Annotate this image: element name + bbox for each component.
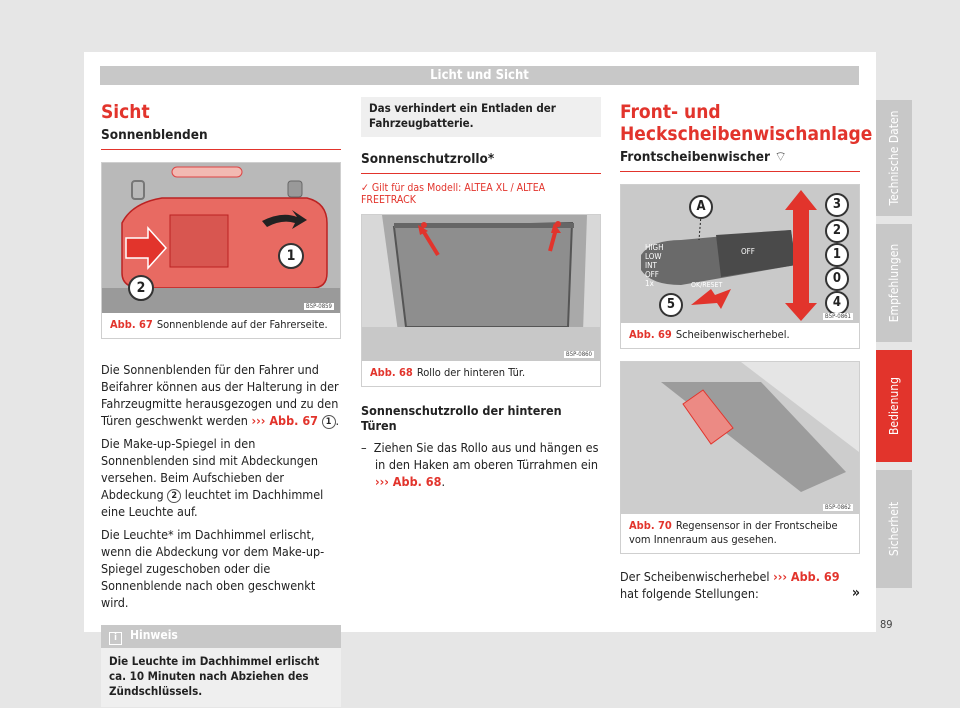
figure-caption-text: Sonnenblende auf der Fahrerseite. [156,318,328,331]
rain-sensor-drawing [621,362,859,514]
callout-3: 3 [825,193,849,217]
figure-label: Abb. 68 [370,366,413,379]
instruction-item: – Ziehen Sie das Rollo aus und hängen es… [361,440,599,489]
figure-label: Abb. 69 [629,328,672,341]
label-high: HIGH [645,243,664,252]
figure-callout-1: 1 [278,243,304,269]
column-3: Front- und Heckscheibenwischanlage Front… [620,95,873,608]
hinweis-title: Hinweis [130,628,178,642]
paragraph-3: Die Leuchte* im Dachhimmel erlischt, wen… [101,527,325,610]
paragraph-2-text: Die Make-up-Spiegel in den Sonnenblenden… [101,436,318,502]
rollo-illustration: B5P-0860 [362,215,600,361]
label-off: OFF [645,270,659,279]
section-title-sicht: Sicht [101,101,150,123]
wiper-lever-illustration: HIGH LOW INT OFF 1x OFF OK/RESET A 3 2 1… [621,185,859,323]
tab-label: Technische Daten [887,110,901,206]
figure-link-67[interactable]: ››› Abb. 67 [251,413,318,428]
subsection-sonnenschutzrollo: Sonnenschutzrollo* [361,151,601,174]
callout-ref-1: 1 [321,415,336,429]
callout-ref-2: 2 [167,489,182,503]
label-low: LOW [645,252,662,261]
paragraph-wiper-positions: Der Scheibenwischerhebel ››› Abb. 69 hat… [620,568,860,602]
instruction-text: Ziehen Sie das Rollo aus und hängen es i… [373,440,599,472]
hinweis-box: i Hinweis Die Leuchte im Dachhimmel erlis… [101,625,341,707]
figure-code: B5P-0860 [564,351,594,358]
tab-label: Bedienung [887,377,901,435]
tab-label: Empfehlungen [887,243,901,323]
header-bar: Licht und Sicht [100,66,859,85]
paragraph-2-text-end: leuchtet im Dachhimmel eine Leuchte auf. [101,487,324,519]
paragraph-1-text: Die Sonnenblenden für den Fahrer und Bei… [101,362,339,428]
callout-5: 5 [659,293,683,317]
wiper-icon: ⌔ [774,149,787,165]
callout-1: 1 [825,243,849,267]
figure-69: HIGH LOW INT OFF 1x OFF OK/RESET A 3 2 1… [620,184,860,349]
callout-2: 2 [825,219,849,243]
figure-callout-2: 2 [128,275,154,301]
tab-label: Sicherheit [887,501,901,557]
callout-a: A [689,195,713,219]
hinweis-header: i Hinweis [101,625,341,648]
wiper-lever-drawing [641,190,817,321]
figure-link-68[interactable]: ››› Abb. 68 [375,474,442,489]
continue-marker: » [851,585,860,601]
label-off-right: OFF [741,247,755,256]
figure-code: B5P-0861 [823,313,853,320]
tab-sicherheit[interactable]: Sicherheit [876,470,912,588]
paragraph-text: Der Scheibenwischerhebel [620,569,774,584]
rollo-subheading: Sonnenschutzrollo der hinteren Türen [361,403,562,433]
section-title-wischanlage: Front- und Heckscheibenwischanlage [620,101,873,145]
tab-bedienung[interactable]: Bedienung [876,350,912,462]
info-icon: i [109,632,122,645]
figure-caption-text: Rollo der hinteren Tür. [416,366,526,379]
lever-labels: HIGH LOW INT OFF 1x [645,243,664,288]
paragraph-text-end: hat fol­gende Stellungen: [620,586,759,601]
subsection-sonnenblenden: Sonnenblenden [101,127,341,150]
sun-visor-illustration: 1 2 B5P-0859 [102,163,340,313]
model-applicability: ✓ Gilt für das Modell: ALTEA XL / ALTEA … [361,182,601,206]
figure-label: Abb. 70 [629,519,672,532]
tab-technische-daten[interactable]: Technische Daten [876,100,912,216]
paragraph-1: Die Sonnenblenden für den Fahrer und Bei… [101,362,340,429]
callout-0: 0 [825,267,849,291]
figure-caption-text: Regensensor in der Frontscheibe vom Inne… [629,519,838,546]
figure-link-69[interactable]: ››› Abb. 69 [773,569,840,584]
hinweis-text: Die Leuchte im Dachhimmel erlischt ca. 1… [109,654,320,698]
column-1: Sicht Sonnenblenden 1 2 B5P-0859 Abb. 67… [101,95,341,707]
subsection-text: Frontscheibenwischer [620,149,770,165]
column-2: Das verhindert ein Entladen der Fahrzeug… [361,95,601,490]
model-text: Gilt für das Modell: ALTEA XL / ALTEA FR… [361,182,546,206]
tab-empfehlungen[interactable]: Empfehlungen [876,224,912,342]
label-1x: 1x [645,279,654,288]
battery-note: Das verhindert ein Entladen der Fahrzeug… [361,97,601,137]
rollo-drawing [362,215,600,361]
subsection-frontscheibenwischer: Frontscheibenwischer ⌔ [620,149,860,172]
rain-sensor-illustration: B5P-0862 [621,362,859,514]
paragraph-2: Die Make-up-Spiegel in den Sonnenblenden… [101,435,341,520]
page-number: 89 [880,618,893,631]
list-dash: – [361,440,367,455]
check-icon: ✓ [361,182,369,194]
figure-code: B5P-0859 [304,303,334,310]
callout-4: 4 [825,291,849,315]
label-ok-reset: OK/RESET [691,281,723,289]
label-int: INT [645,261,657,270]
figure-label: Abb. 67 [110,318,153,331]
figure-caption-text: Scheibenwischerhebel. [675,328,790,341]
figure-code: B5P-0862 [823,504,853,511]
